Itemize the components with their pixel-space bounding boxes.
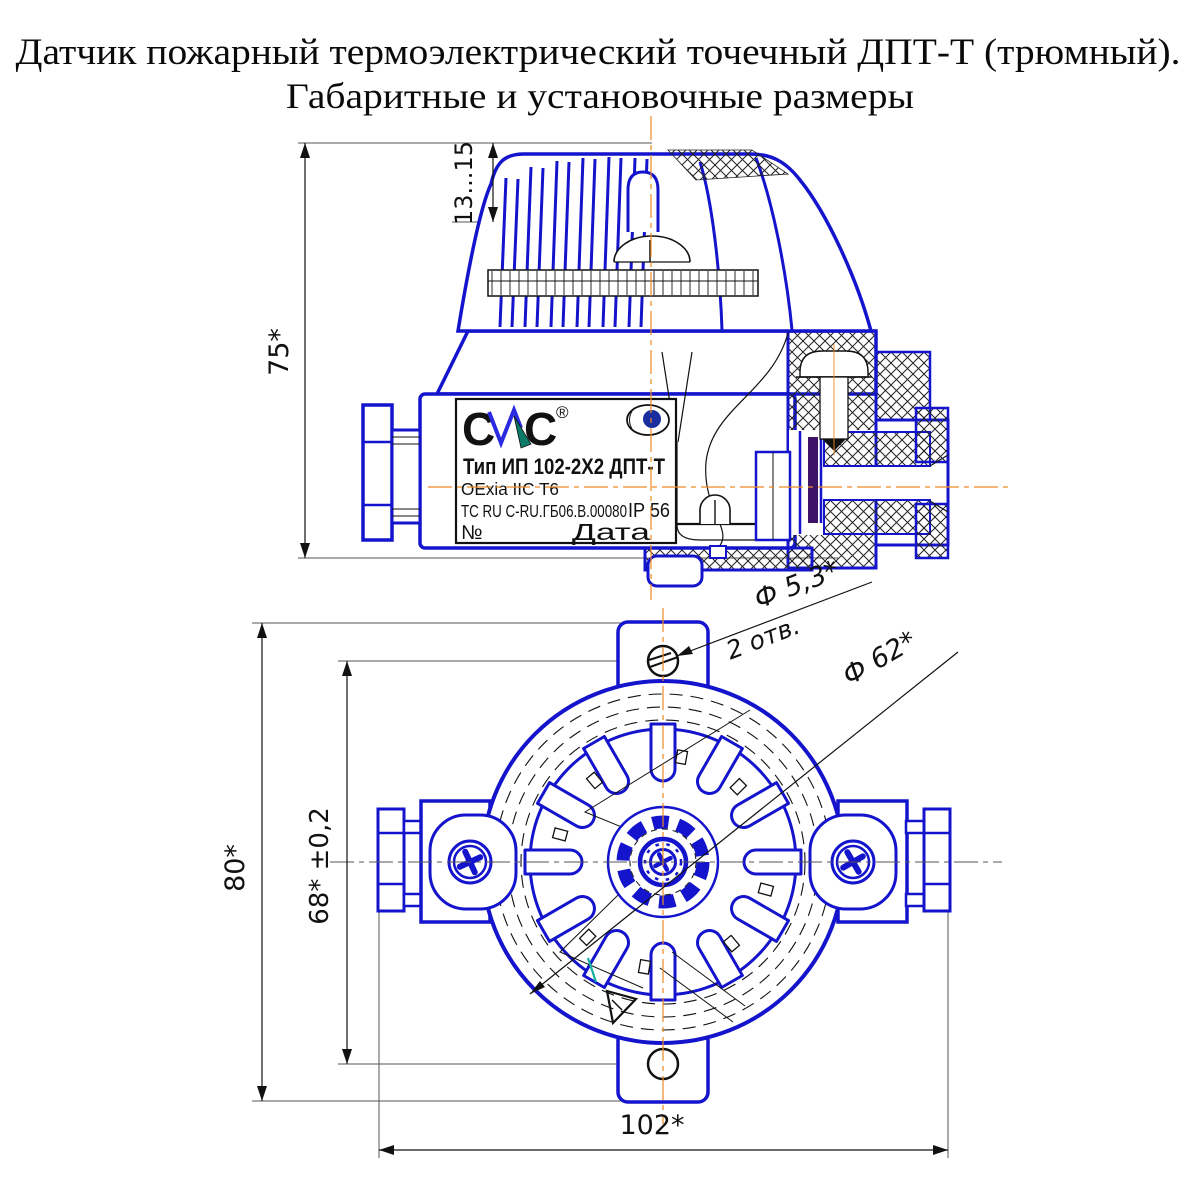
arrow [300, 143, 310, 158]
nameplate-date-label: Дата [572, 519, 650, 545]
fin-slot [649, 722, 677, 783]
left-screw-boss [428, 813, 518, 911]
arrow [488, 207, 498, 222]
nameplate-ex-marking: OExia IIC T6 [461, 479, 559, 499]
logo-letter-right: С [524, 403, 557, 455]
grid-ticks [491, 271, 754, 295]
dim-text-102: 102* [619, 1110, 684, 1141]
fin-slot [730, 895, 791, 943]
fin-slot [523, 848, 584, 876]
logo-teal-wedge [513, 415, 532, 449]
right-stub-bottom [904, 892, 926, 908]
left-nut [376, 807, 406, 913]
fin-slot [535, 895, 596, 943]
cable-entry-section [786, 329, 950, 570]
arrow [300, 543, 310, 558]
cap-hatch-wedge [667, 149, 790, 181]
nameplate-certificate: TC RU C-RU.ГБ06.В.00080 [461, 501, 627, 521]
plan-view: Ф 5,3* 2 отв. Ф 62* 80* 68* ±0,2 102* [220, 555, 1002, 1158]
gland-band-bottom [823, 499, 931, 535]
union-threads [392, 436, 420, 517]
cap-fin-line [561, 161, 571, 328]
fin-slots [523, 722, 803, 1002]
left-nut-bands [378, 831, 404, 886]
contact-mark [578, 928, 597, 947]
fin-slot [730, 781, 791, 829]
contact-mark [722, 934, 741, 953]
logo-registered-mark: ® [556, 403, 569, 422]
fin-slot [696, 734, 744, 795]
thermo-element-grid [487, 269, 759, 297]
union-nut [361, 403, 394, 542]
cap-fin-line [613, 157, 623, 328]
section-s-curve [705, 332, 789, 549]
side-section-view: С С ® Тип ИП 102-2Х2 ДПТ-Т OExia IIC T6 … [264, 116, 1010, 600]
contact-mark [585, 771, 604, 790]
plan-extension-lines [252, 622, 949, 1158]
gland-nut-top [914, 406, 950, 464]
left-union-fitting [361, 403, 422, 542]
cap-fin-line [523, 166, 533, 328]
finned-cap [455, 149, 874, 333]
clamp-screw [796, 344, 872, 455]
plan-dimensions: 80* 68* ±0,2 102* [220, 623, 948, 1155]
grid-frame [487, 269, 759, 297]
logo-letter-left: С [462, 403, 495, 455]
right-nut-bands [924, 831, 950, 886]
fin-slot [582, 929, 630, 990]
cap-fin-line [510, 178, 520, 328]
cap-fin-line [601, 156, 611, 328]
quality-mark-icon [626, 404, 670, 436]
nameplate-ip-rating: IP 56 [628, 500, 670, 522]
gland-nut-bottom [914, 502, 950, 560]
cap-fin-line [549, 160, 559, 328]
triangle-mark-inner [611, 999, 623, 1011]
dim-text-80: 80* [220, 844, 251, 892]
dim-text-13-15: 13...15 [450, 141, 478, 225]
title-line-1: Датчик пожарный термоэлектрический точеч… [16, 32, 1181, 73]
nameplate: С С ® Тип ИП 102-2Х2 ДПТ-Т OExia IIC T6 … [454, 397, 678, 545]
cap-fin-line [498, 177, 508, 328]
contact-detail-marks [551, 749, 775, 975]
right-nut [922, 807, 952, 913]
base-notch [709, 545, 727, 559]
cap-center-arch [626, 170, 660, 232]
contact-mark [551, 827, 569, 842]
teal-tick [586, 957, 598, 983]
union-plate [390, 428, 422, 525]
arrow [488, 143, 498, 158]
gland-bore [824, 466, 930, 500]
nameplate-type: Тип ИП 102-2Х2 ДПТ-Т [463, 454, 665, 479]
logo-zigzag [487, 404, 523, 449]
union-nut-bands [363, 440, 392, 507]
side-dimensions: 75* 13...15 [264, 141, 498, 558]
parallel-slant-lines [659, 951, 746, 1023]
base-tab [646, 554, 704, 588]
leader-text-hole-count: 2 отв. [722, 611, 804, 665]
cap-fin-line [575, 157, 585, 328]
grid-screw-dome [613, 235, 691, 263]
leader-text-body-dia: Ф 62* [837, 625, 922, 692]
contact-mark [674, 749, 689, 766]
fin-slot [696, 929, 744, 990]
dim-text-68: 68* ±0,2 [305, 807, 335, 924]
contact-mark [729, 777, 748, 796]
grid-screw [613, 235, 691, 263]
right-stub-top [904, 819, 926, 835]
triangle-mark [605, 989, 639, 1026]
fin-slot [582, 734, 630, 795]
contact-mark [637, 958, 652, 975]
cap-fin-line [535, 167, 545, 328]
gland-blue-walls [798, 431, 823, 534]
cap-fin-line [587, 158, 597, 328]
dim-text-75: 75* [264, 328, 295, 376]
fin-slot [535, 781, 596, 829]
gland-purple-seal [808, 437, 818, 523]
nameplate-serial-label: № [461, 522, 482, 544]
drawing-title: Датчик пожарный термоэлектрический точеч… [16, 32, 1181, 116]
contact-mark [757, 882, 775, 897]
gland-funnel-lines [929, 454, 949, 513]
title-line-2: Габаритные и установочные размеры [286, 76, 914, 116]
